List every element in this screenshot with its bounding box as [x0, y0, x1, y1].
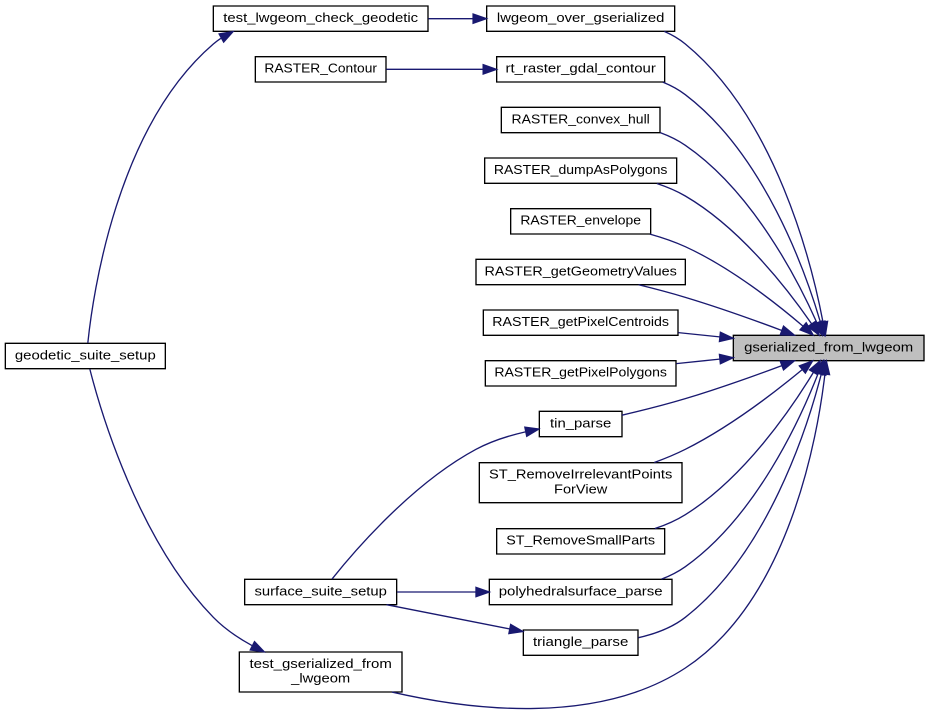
svg-text:test_gserialized_from: test_gserialized_from: [250, 656, 392, 671]
svg-text:_lwgeom: _lwgeom: [290, 671, 350, 686]
svg-text:rt_raster_gdal_contour: rt_raster_gdal_contour: [506, 61, 657, 76]
svg-text:geodetic_suite_setup: geodetic_suite_setup: [15, 347, 156, 362]
svg-text:RASTER_getGeometryValues: RASTER_getGeometryValues: [485, 263, 678, 278]
svg-text:ST_RemoveIrrelevantPoints: ST_RemoveIrrelevantPoints: [489, 467, 673, 482]
svg-text:RASTER_envelope: RASTER_envelope: [520, 213, 641, 228]
svg-text:surface_suite_setup: surface_suite_setup: [254, 583, 386, 598]
svg-text:ForView: ForView: [554, 481, 608, 496]
svg-text:RASTER_getPixelCentroids: RASTER_getPixelCentroids: [492, 314, 669, 329]
svg-text:RASTER_Contour: RASTER_Contour: [264, 61, 377, 76]
svg-text:polyhedralsurface_parse: polyhedralsurface_parse: [499, 583, 663, 598]
svg-text:RASTER_getPixelPolygons: RASTER_getPixelPolygons: [494, 365, 667, 380]
svg-text:test_lwgeom_check_geodetic: test_lwgeom_check_geodetic: [223, 10, 418, 25]
svg-text:lwgeom_over_gserialized: lwgeom_over_gserialized: [497, 10, 665, 25]
svg-text:RASTER_dumpAsPolygons: RASTER_dumpAsPolygons: [494, 162, 668, 177]
svg-text:gserialized_from_lwgeom: gserialized_from_lwgeom: [744, 339, 913, 354]
svg-text:RASTER_convex_hull: RASTER_convex_hull: [512, 111, 650, 126]
svg-text:ST_RemoveSmallParts: ST_RemoveSmallParts: [506, 533, 655, 548]
svg-text:tin_parse: tin_parse: [550, 415, 611, 430]
svg-text:triangle_parse: triangle_parse: [533, 634, 628, 649]
